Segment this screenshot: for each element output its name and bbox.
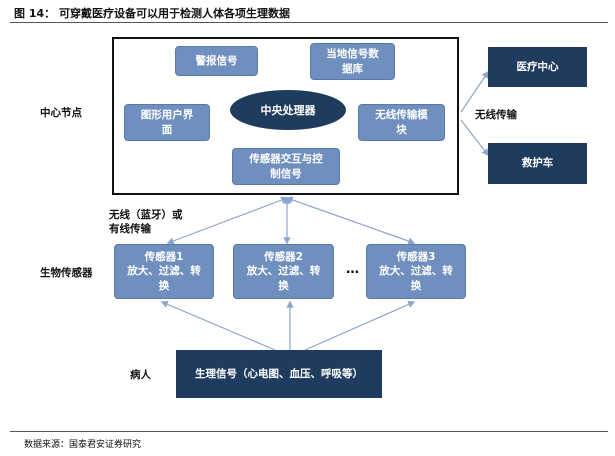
arrow-signal-sensor3	[304, 301, 416, 351]
arrow-signal-sensor1	[160, 300, 276, 351]
figure-title: 图 14： 可穿戴医疗设备可以用于检测人体各项生理数据	[14, 7, 290, 20]
alarm-signal-label: 警报信号	[195, 54, 238, 67]
sensor-3-desc-line2: 换	[410, 279, 422, 292]
local-database-label-line2: 据库	[342, 62, 363, 75]
sensor-ellipsis: …	[346, 262, 359, 277]
sensor-interaction-box: 传感器交互与控 制信号	[232, 148, 340, 185]
cpu-ellipse: 中央处理器	[230, 90, 346, 130]
sensor-2-title: 传感器2	[264, 251, 303, 264]
wireless-module-box: 无线传输模 块	[358, 104, 445, 141]
sensor-interaction-label-line1: 传感器交互与控	[249, 153, 323, 166]
center-node-label: 中心节点	[40, 107, 82, 119]
arrow-frame-ambulance	[460, 119, 489, 157]
wireless-module-label-line1: 无线传输模	[375, 109, 428, 122]
sensor-3-desc-line1: 放大、过滤、转	[379, 265, 453, 278]
bluetooth-wired-label-line2: 有线传输	[109, 222, 151, 235]
sensor-3-title: 传感器3	[396, 251, 436, 264]
arrow-frame-sensor3	[285, 196, 416, 245]
bluetooth-wired-label: 无线（蓝牙）或 有线传输	[109, 209, 183, 236]
physiological-signal-label: 生理信号（心电图、血压、呼吸等）	[195, 367, 363, 380]
local-database-label-line1: 当地信号数	[326, 48, 379, 61]
arrow-frame-medical-center	[460, 70, 489, 113]
medical-center-box: 医疗中心	[488, 47, 587, 87]
sensor-2-box: 传感器2 放大、过滤、转 换	[233, 244, 334, 299]
alarm-signal-box: 警报信号	[175, 46, 258, 76]
physiological-signal-box: 生理信号（心电图、血压、呼吸等）	[176, 350, 382, 398]
sensor-1-title: 传感器1	[144, 251, 184, 264]
bluetooth-wired-label-line1: 无线（蓝牙）或	[109, 209, 183, 221]
biosensor-label: 生物传感器	[40, 267, 93, 279]
ambulance-label: 救护车	[521, 157, 554, 170]
sensor-interaction-label-line2: 制信号	[270, 167, 302, 180]
sensor-1-box: 传感器1 放大、过滤、转 换	[114, 244, 214, 299]
wireless-transmission-label: 无线传输	[475, 109, 517, 121]
wireless-module-label-line2: 块	[396, 123, 407, 136]
gui-box: 图形用户界 面	[124, 104, 210, 141]
data-source: 数据来源：国泰君安证券研究	[24, 440, 142, 450]
ambulance-box: 救护车	[488, 143, 587, 184]
patient-label: 病人	[130, 369, 151, 381]
gui-label-line1: 图形用户界	[140, 109, 194, 122]
cpu-label: 中央处理器	[260, 104, 316, 117]
medical-center-label: 医疗中心	[516, 60, 559, 73]
bottom-rule	[10, 431, 608, 432]
sensor-2-desc-line1: 放大、过滤、转	[246, 265, 321, 278]
sensor-2-desc-line2: 换	[278, 279, 289, 292]
sensor-1-desc-line1: 放大、过滤、转	[127, 265, 201, 278]
local-database-box: 当地信号数 据库	[310, 43, 395, 80]
sensor-1-desc-line2: 换	[158, 279, 170, 292]
arrow-frame-sensor1	[166, 196, 289, 245]
top-rule	[10, 22, 608, 23]
sensor-3-box: 传感器3 放大、过滤、转 换	[366, 244, 466, 299]
gui-label-line2: 面	[161, 123, 173, 136]
